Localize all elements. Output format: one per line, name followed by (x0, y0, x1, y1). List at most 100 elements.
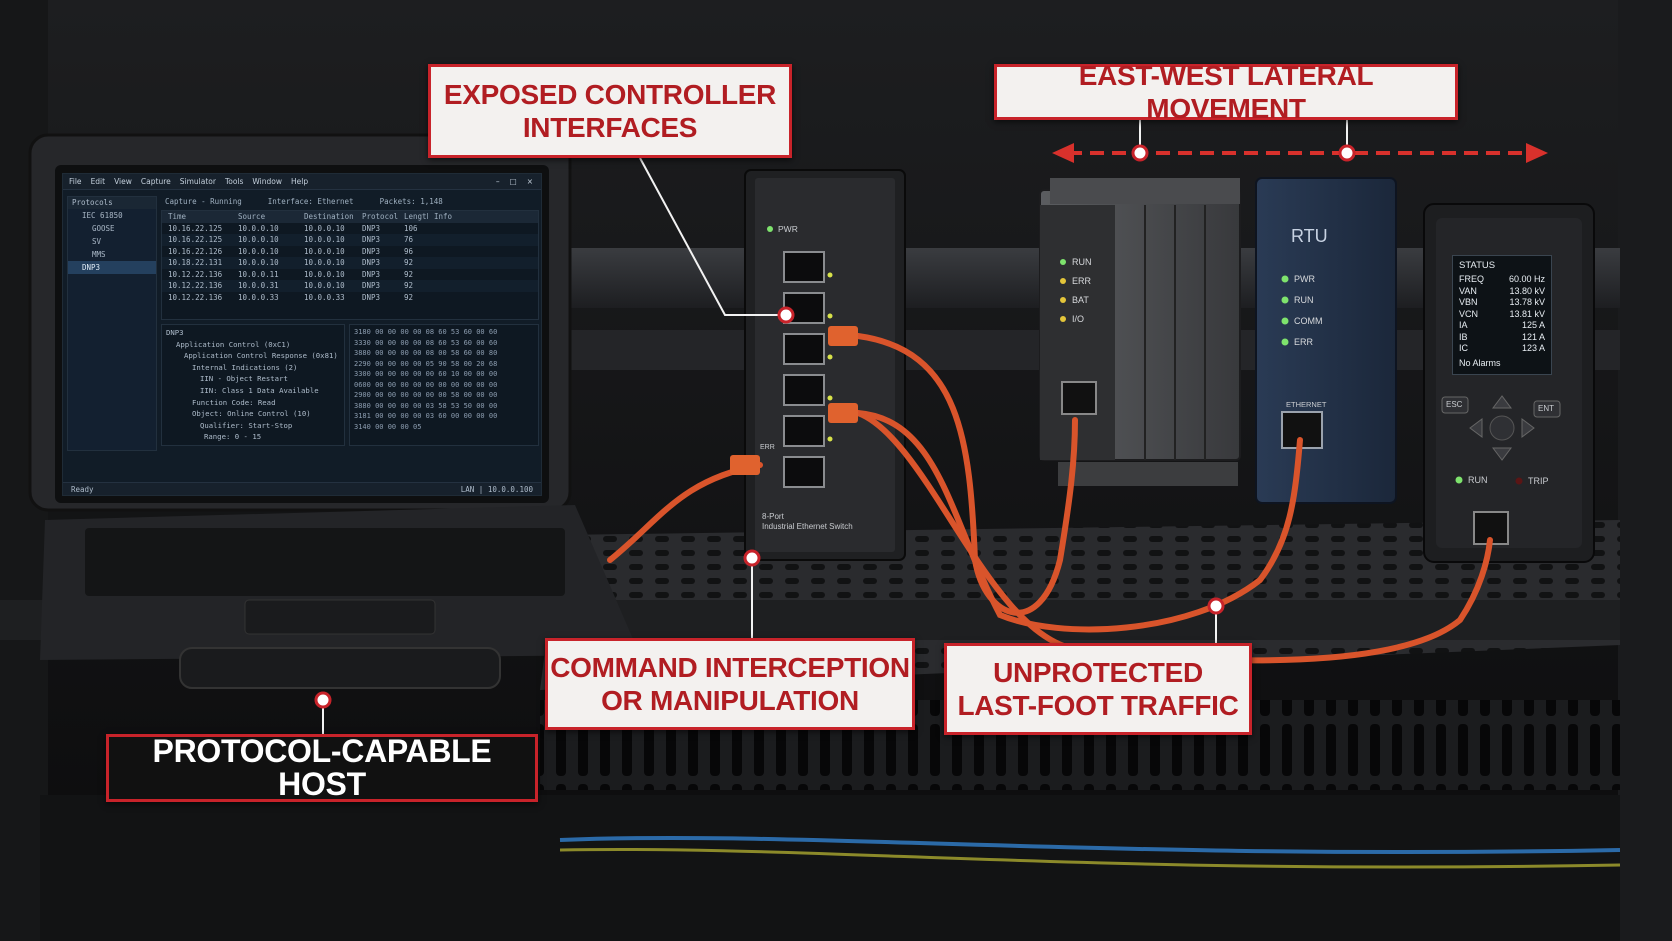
tree-item-dnp3[interactable]: DNP3 (68, 261, 156, 274)
menu-edit[interactable]: Edit (90, 177, 106, 186)
marker-dot (314, 691, 332, 709)
col-protocol[interactable]: Protocol (362, 212, 398, 221)
packet-detail-tree: DNP3 Application Control (0xC1) Applicat… (161, 324, 345, 446)
meter-key: VAN (1459, 285, 1477, 296)
lower-wires (559, 835, 1621, 855)
meter-ent-label: ENT (1538, 404, 1554, 413)
plc-ethernet-port[interactable] (1061, 381, 1097, 415)
switch-ports (783, 251, 825, 488)
col-time[interactable]: Time (168, 212, 187, 221)
switch-name: 8-Port Industrial Ethernet Switch (762, 512, 853, 531)
hex-dump: 3180 00 00 00 00 08 60 53 60 00 60 3330 … (349, 324, 539, 446)
switch-port[interactable] (783, 415, 825, 447)
meter-key: IC (1459, 343, 1468, 353)
cell: 10.12.22.136 (168, 281, 223, 290)
detail-line[interactable]: IIN: Class 1 Data Available (200, 385, 319, 395)
detail-line[interactable]: Qualifier: Start-Stop (200, 420, 293, 430)
marker-dot (777, 306, 795, 324)
rtu-port-label: ETHERNET (1286, 400, 1327, 409)
menu-view[interactable]: View (114, 177, 132, 186)
detail-line[interactable]: Object: Online Control (10) (192, 409, 311, 419)
menu-capture[interactable]: Capture (140, 177, 171, 186)
tree-item-mms[interactable]: MMS (92, 250, 106, 259)
cell: 92 (404, 258, 414, 267)
dpad-down-button[interactable] (1492, 447, 1512, 461)
dpad-left-button[interactable] (1469, 418, 1483, 438)
cell: 10.0.0.10 (304, 269, 345, 279)
leader-exposed (639, 157, 786, 316)
tree-item-goose[interactable]: GOOSE (92, 224, 115, 233)
detail-line[interactable]: DNP3 (166, 328, 184, 337)
cell: 76 (404, 235, 414, 244)
menu-file[interactable]: File (69, 177, 82, 186)
meter-dpad[interactable] (1469, 395, 1535, 461)
rtu-led-run (1281, 296, 1289, 304)
cell: DNP3 (362, 258, 381, 267)
cable-switch-to-rtu (855, 410, 1303, 633)
detail-line[interactable]: Range: 0 - 15 (204, 432, 262, 442)
plc-led-bat (1060, 297, 1066, 303)
detail-line[interactable]: Application Control (0xC1) (176, 339, 291, 349)
marker-dot (1338, 144, 1356, 162)
meter-key: IA (1459, 320, 1468, 330)
hex-line: 3880 00 00 00 00 08 00 58 60 00 80 (354, 349, 498, 357)
col-length[interactable]: Length (404, 212, 428, 221)
meter-esc-button[interactable] (1441, 396, 1469, 414)
cell: 92 (404, 281, 414, 290)
meter-value: 13.81 kV (1509, 308, 1545, 319)
tree-item-iec61850[interactable]: IEC 61850 (82, 211, 123, 220)
maximize-icon[interactable]: □ (509, 177, 517, 186)
callout-unprotected-last-foot-traffic: UNPROTECTED LAST-FOOT TRAFFIC (944, 643, 1252, 735)
meter-trip-label: TRIP (1528, 476, 1549, 486)
switch-port[interactable] (783, 456, 825, 488)
plc-terminals (1050, 178, 1240, 204)
switch-led (827, 436, 833, 442)
plc-led-err (1060, 278, 1066, 284)
switch-port[interactable] (783, 333, 825, 365)
col-source[interactable]: Source (238, 212, 266, 221)
marker-dot (743, 549, 761, 567)
cell: 10.0.0.33 (238, 292, 279, 302)
dpad-up-button[interactable] (1492, 395, 1512, 409)
col-destination[interactable]: Destination (304, 212, 354, 221)
hex-line: 2900 00 00 00 00 00 00 58 00 00 00 (354, 391, 498, 399)
menu-simulator[interactable]: Simulator (179, 177, 216, 186)
cell: 10.0.0.11 (238, 269, 279, 279)
switch-port[interactable] (783, 251, 825, 283)
switch-pwr-led (767, 226, 773, 232)
hex-line: 3300 00 00 00 00 00 60 10 00 00 00 (354, 370, 498, 378)
menu-tools[interactable]: Tools (224, 177, 244, 186)
detail-line[interactable]: IIN - Object Restart (200, 374, 288, 384)
detail-line[interactable]: Function Code: Read (192, 397, 276, 407)
menu-help[interactable]: Help (291, 177, 309, 186)
col-info[interactable]: Info (434, 212, 453, 221)
cell: 10.0.0.10 (238, 223, 279, 233)
cell: DNP3 (362, 246, 381, 256)
switch-port[interactable] (783, 374, 825, 406)
minimize-icon[interactable]: – (495, 177, 500, 186)
laptop-keyboard (85, 528, 565, 596)
cable-connector (730, 455, 760, 475)
detail-line[interactable]: Internal Indications (2) (192, 362, 298, 372)
rtu-label-err: ERR (1294, 337, 1314, 347)
menu-window[interactable]: Window (252, 177, 282, 186)
meter-ent-button[interactable] (1533, 400, 1561, 418)
callout-east-west-lateral-movement: EAST-WEST LATERAL MOVEMENT (994, 60, 1458, 124)
tree-item-sv[interactable]: SV (92, 237, 102, 246)
meter-value: 125 A (1521, 320, 1545, 330)
marker-dot (1131, 144, 1149, 162)
dpad-center-button[interactable] (1489, 415, 1515, 441)
detail-line[interactable]: Application Control Response (0x81) (184, 351, 338, 361)
close-icon[interactable]: × (526, 177, 533, 186)
dpad-right-button[interactable] (1521, 418, 1535, 438)
